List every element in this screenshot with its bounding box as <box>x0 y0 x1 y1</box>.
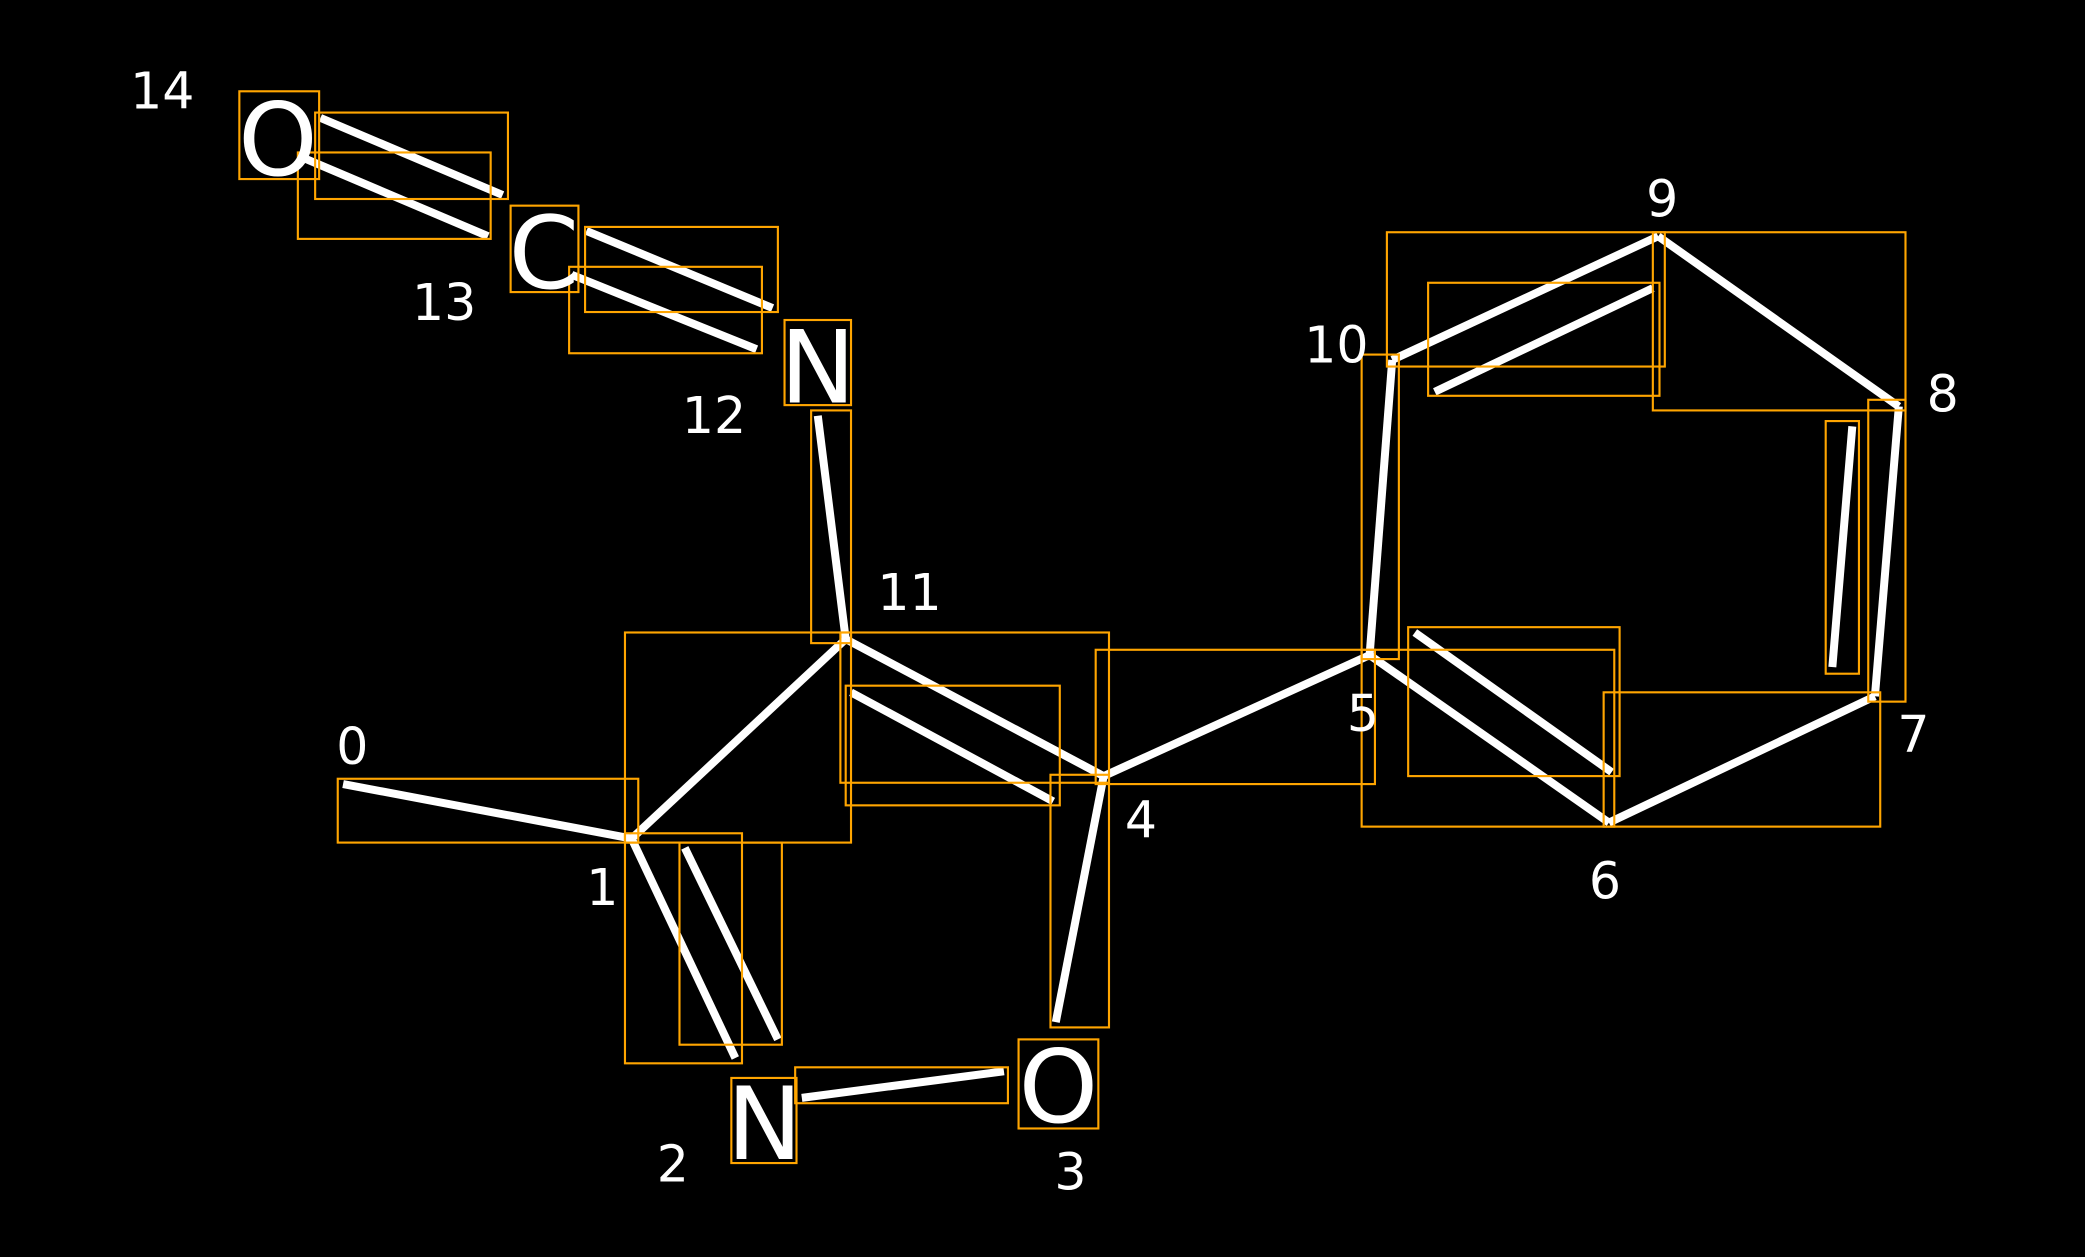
bbox <box>839 631 1111 784</box>
bbox <box>1407 626 1621 778</box>
bbox <box>1360 353 1400 661</box>
bbox-atom-13 <box>509 204 580 294</box>
atom-index-4: 4 <box>1125 790 1157 849</box>
atom-indices: 0 1 2 3 4 5 6 7 8 9 10 11 12 13 14 <box>130 62 1959 1202</box>
bond-5-6-inner <box>1412 629 1614 776</box>
bond-12-13-a <box>584 227 775 312</box>
bond-6-7 <box>1607 692 1877 827</box>
atom-index-8: 8 <box>1927 365 1959 424</box>
bond-0-1 <box>342 780 633 843</box>
atom-index-2: 2 <box>657 1135 689 1194</box>
atom-14-symbol: O <box>238 81 318 199</box>
bond-8-9 <box>1655 232 1902 410</box>
bbox <box>810 409 853 645</box>
atom-index-6: 6 <box>1589 851 1621 910</box>
bbox-atom-14 <box>238 90 321 181</box>
bond-10-5 <box>1365 359 1397 656</box>
atom-13-symbol: C <box>509 194 580 312</box>
bbox-atom-12 <box>783 318 853 407</box>
bbox <box>1094 648 1376 786</box>
bbox <box>1427 281 1661 397</box>
bbox <box>296 151 492 240</box>
bounding-boxes <box>238 90 1907 1165</box>
bond-2-3 <box>801 1067 1005 1102</box>
atom-index-0: 0 <box>336 717 368 776</box>
bond-5-6 <box>1367 651 1612 826</box>
bbox <box>1867 398 1907 703</box>
bond-7-8 <box>1870 406 1903 697</box>
bbox <box>314 111 510 201</box>
atom-index-11: 11 <box>877 563 941 622</box>
atom-3-symbol: O <box>1019 1028 1099 1146</box>
bond-3-4 <box>1051 775 1108 1023</box>
bond-7-8-inner <box>1828 426 1857 668</box>
bond-11-12 <box>813 415 850 640</box>
bbox <box>623 832 744 1065</box>
bond-13-14-a <box>318 114 505 199</box>
bond-1-2 <box>628 836 739 1060</box>
bbox <box>1651 231 1907 412</box>
bond-4-5 <box>1102 651 1372 780</box>
bonds <box>301 114 1903 1102</box>
atom-index-12: 12 <box>682 386 746 445</box>
atom-symbols: N O N C O <box>238 81 1098 1183</box>
atom-index-9: 9 <box>1646 169 1678 228</box>
atom-index-1: 1 <box>586 858 618 917</box>
bbox <box>844 684 1061 807</box>
atom-index-10: 10 <box>1304 316 1368 375</box>
atom-index-13: 13 <box>412 273 476 332</box>
bond-9-10 <box>1390 232 1660 364</box>
bbox <box>336 777 640 844</box>
atom-12-symbol: N <box>780 308 856 426</box>
bbox <box>1824 420 1861 675</box>
bbox <box>1360 648 1616 828</box>
bbox-atom-3 <box>1017 1038 1100 1130</box>
atom-index-7: 7 <box>1897 705 1929 764</box>
bbox <box>1049 773 1111 1029</box>
atom-index-3: 3 <box>1054 1143 1086 1202</box>
atom-2-symbol: N <box>727 1065 803 1183</box>
bbox <box>1602 691 1882 828</box>
bond-1-2-inner <box>681 846 782 1042</box>
atom-index-14: 14 <box>130 62 194 121</box>
bond-1-11 <box>628 636 849 842</box>
bbox <box>568 265 763 355</box>
bbox <box>678 841 783 1046</box>
bond-9-10-inner <box>1433 284 1655 396</box>
bbox-atom-2 <box>730 1076 798 1165</box>
bond-11-4-inner <box>849 688 1056 805</box>
atom-index-5: 5 <box>1347 684 1379 743</box>
bond-13-14-b <box>301 154 490 240</box>
bbox <box>794 1066 1009 1105</box>
bbox <box>584 225 779 314</box>
bbox <box>1385 231 1666 368</box>
